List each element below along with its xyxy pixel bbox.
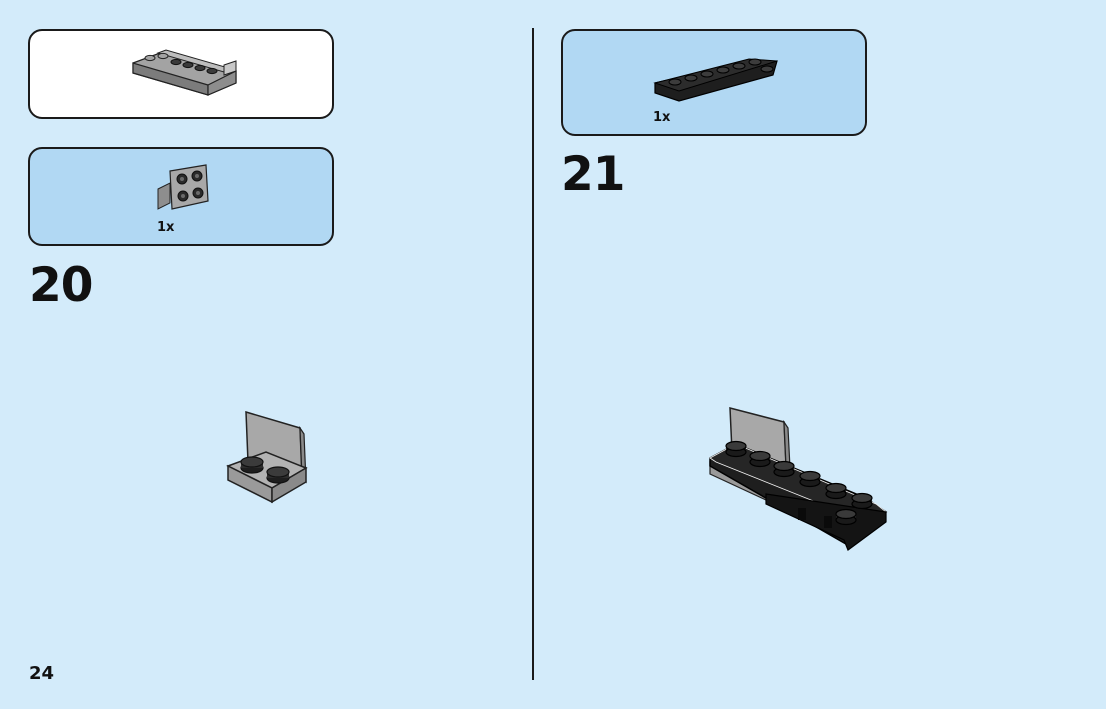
part-quantity: 1x <box>653 110 671 125</box>
gray-2x2-bracket-icon <box>157 164 209 210</box>
part-quantity: 1x <box>157 220 175 235</box>
column-divider <box>532 28 534 680</box>
assembled-model-preview-icon <box>132 49 237 96</box>
gray-bracket-on-dark-plate-icon <box>226 410 308 504</box>
black-wedge-plate-icon <box>653 58 778 102</box>
parts-callout-step-21: 1x <box>561 29 867 136</box>
previous-result-box <box>28 29 334 119</box>
black-wedge-plate-assembly-icon <box>709 407 888 551</box>
page-number: 24 <box>29 663 55 684</box>
step-number-20: 20 <box>29 258 93 313</box>
parts-callout-step-20: 1x <box>28 147 334 246</box>
step-number-21: 21 <box>561 147 625 202</box>
